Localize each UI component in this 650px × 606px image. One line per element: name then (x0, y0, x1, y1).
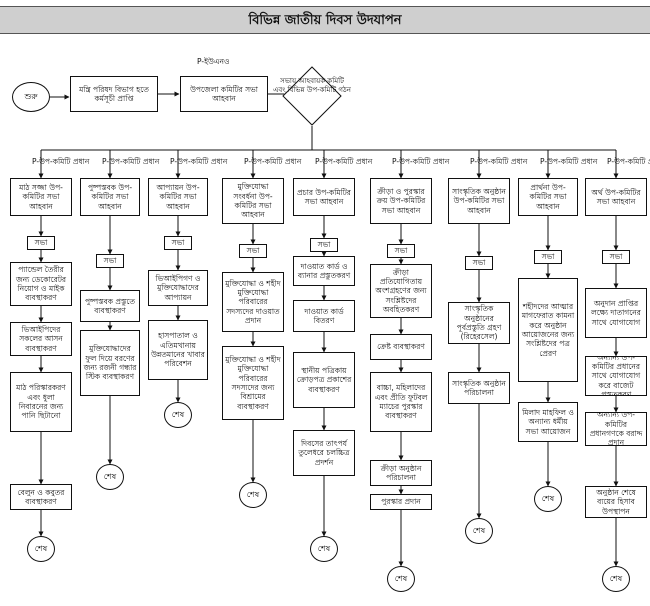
decision-text: সভায় আহবায়ক কমিটি এবং বিভিন্ন উপ-কমিটি… (273, 77, 351, 94)
subcommittee-head-label: P-উপ-কমিটি প্রধান (392, 157, 450, 166)
upazila-meeting-box: উপজেলা কমিটির সভা আহবান (180, 76, 268, 112)
step-box: হাসপাতাল ও এতিমখানায় উন্নতমানের খাবার প… (148, 320, 208, 380)
step-box: স্থানীয় পত্রিকায় ক্রোড়পত্র প্রকাশের ব… (293, 352, 355, 408)
title-banner: বিভিন্ন জাতীয় দিবস উদযাপন (0, 6, 650, 34)
step-box: প্যান্ডেল তৈরীর জন্য ডেকোরেটর নিয়োগ ও ম… (10, 262, 72, 306)
step-box: অন্যান্য উপ-কমিটির প্রধানগণকে বরাদ্দ প্র… (585, 412, 647, 446)
step-box: দিবসের তাৎপর্য তুলেধরে চলচ্চিত্র প্রদর্শ… (293, 430, 355, 476)
meeting-box: সভা (164, 236, 192, 250)
subcommittee-head-label: P-উপ-কমিটি প্রধান (607, 157, 650, 166)
step-box: পুরস্কার প্রদান (370, 494, 432, 510)
end-oval: শেষ (239, 482, 267, 508)
subcommittee-head-label: P-উপ-কমিটি প্রধান (102, 157, 160, 166)
meeting-box: সভা (239, 244, 267, 258)
pio-label: P-ইউএনও (197, 57, 230, 66)
step-box: ভিআইপিদের সকলের আসন ব্যবস্থাকরণ (10, 322, 72, 356)
step-box: বেলুন ও কবুতর ব্যবস্থাকরণ (10, 484, 72, 510)
step-box: মুক্তিযোদ্ধাদের ফুল দিয়ে বরণের জন্য রজন… (80, 330, 140, 396)
subcommittee-head-label: P-উপ-কমিটি প্রধান (32, 157, 90, 166)
end-oval: শেষ (387, 566, 415, 592)
start-oval: শুরু (12, 82, 50, 112)
step-box: দাওয়াত কার্ড বিতরণ (293, 300, 355, 332)
subcommittee-header-box: অর্থ উপ-কমিটির সভা আহবান (585, 178, 647, 216)
subcommittee-header-box: আপ্যায়ন উপ-কমিটির সভা আহবান (148, 178, 208, 216)
step-box: শহীদদের আত্মার মাগফেরাত কামনা করে অনুষ্ঠ… (518, 278, 578, 382)
step-box: সাংস্কৃতিক অনুষ্ঠানের পূর্বপ্রস্তুতি গ্র… (448, 302, 510, 344)
subcommittee-head-label: P-উপ-কমিটি প্রধান (244, 157, 302, 166)
end-oval: শেষ (602, 566, 630, 592)
subcommittee-header-box: মাঠ সজ্জা উপ-কমিটির সভা আহবান (10, 178, 72, 216)
meeting-box: সভা (310, 238, 338, 252)
subcommittee-head-label: P-উপ-কমিটি প্রধান (315, 157, 373, 166)
subcommittee-header-box: প্রার্থনা উপ-কমিটির সভা আহবান (518, 178, 578, 216)
subcommittee-header-box: পুষ্পস্তবক উপ-কমিটির সভা আহবান (80, 178, 140, 216)
step-box: বাচ্চা, মহিলাদের এবং প্রীতি ফুটবল ম্যাচে… (370, 372, 432, 432)
ministry-order-box: মন্ত্রি পরিষদ বিভাগ হতে কর্মসূচী প্রাপ্ত… (70, 76, 158, 112)
step-box: মিলাদ মাহফিল ও অন্যান্য ধর্মীয় সভা আয়ো… (518, 402, 578, 442)
meeting-box: সভা (96, 254, 124, 268)
end-oval: শেষ (310, 536, 338, 562)
meeting-box: সভা (387, 244, 415, 258)
step-box: অনুদান প্রাপ্তির লক্ষ্যে দাতাগনের সাথে য… (585, 288, 647, 338)
meeting-box: সভা (27, 236, 55, 250)
subcommittee-head-label: P-উপ-কমিটি প্রধান (540, 157, 598, 166)
subcommittee-header-box: ক্রীড়া ও পুরস্কার ক্রয় উপ-কমিটির সভা আ… (370, 178, 432, 224)
step-box: ক্রেষ্ট ব্যবস্থাকরণ (370, 334, 432, 360)
decision-diamond: সভায় আহবায়ক কমিটি এবং বিভিন্ন উপ-কমিটি… (273, 65, 351, 127)
subcommittee-header-box: সাংস্কৃতিক অনুষ্ঠান উপ-কমিটির সভা আহবান (448, 178, 510, 224)
subcommittee-header-box: মুক্তিযোদ্ধা সংবর্ধনা উপ-কমিটির সভা আহবা… (222, 178, 284, 224)
end-oval: শেষ (96, 464, 124, 490)
subcommittee-header-box: প্রচার উপ-কমিটির সভা আহবান (293, 178, 355, 216)
step-box: মুক্তিযোদ্ধা ও শহীদ মুক্তিযোদ্ধা পরিবারে… (222, 346, 284, 420)
end-oval: শেষ (27, 536, 55, 562)
subcommittee-head-label: P-উপ-কমিটি প্রধান (170, 157, 228, 166)
step-box: মাঠ পরিস্কারকরণ এবং ধুলা নিবারনের জন্য প… (10, 372, 72, 432)
step-box: পুষ্পস্তবক প্রস্তুতে ব্যবস্থাকরণ (80, 290, 140, 322)
meeting-box: সভা (465, 256, 493, 270)
step-box: সাংস্কৃতিক অনুষ্ঠান পরিচালনা (448, 372, 510, 404)
end-oval: শেষ (534, 486, 562, 512)
end-oval: শেষ (164, 402, 192, 428)
meeting-box: সভা (602, 250, 630, 264)
diagram-title: বিভিন্ন জাতীয় দিবস উদযাপন (248, 13, 402, 28)
meeting-box: সভা (534, 250, 562, 264)
step-box: ক্রীড়া অনুষ্ঠান পরিচালনা (370, 460, 432, 486)
subcommittee-head-label: P-উপ-কমিটি প্রধান (470, 157, 528, 166)
step-box: অন্যান্য উপ-কমিটির প্রধানের সাথে যোগাযোগ… (585, 356, 647, 396)
end-oval: শেষ (465, 518, 493, 544)
step-box: ভিআইপিগণ ও মুক্তিযোদ্ধাদের আপ্যায়ন (148, 270, 208, 306)
step-box: ক্রীড়া প্রতিযোগিতায় অংশগ্রহণের জন্য সং… (370, 264, 432, 318)
step-box: দাওয়াত কার্ড ও ব্যানার প্রস্তুতকরণ (293, 256, 355, 286)
step-box: অনুষ্ঠান শেষে ব্যয়ের হিসাব উপস্থাপন (585, 486, 647, 518)
step-box: মুক্তিযোদ্ধা ও শহীদ মুক্তিযোদ্ধা পরিবারে… (222, 272, 284, 332)
